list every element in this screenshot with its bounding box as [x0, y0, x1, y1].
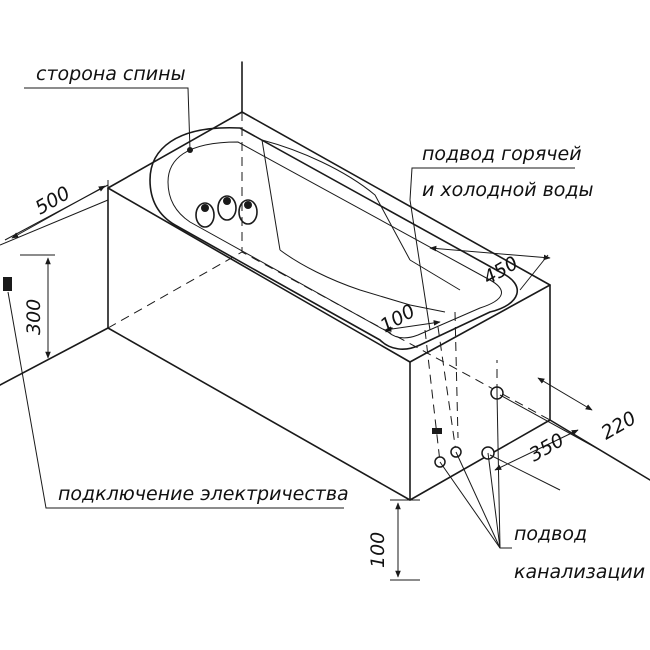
leader-lines [7, 87, 575, 549]
room-walls [0, 61, 650, 481]
label-water-supply-line1: подвод горячей [422, 143, 582, 165]
bathtub-body [107, 111, 551, 501]
label-back-side: сторона спины [36, 63, 186, 85]
label-electrical: подключение электричества [58, 483, 349, 505]
dimension-300: 300 [23, 299, 45, 335]
dimension-350: 350 [526, 429, 568, 466]
label-sewer-line1: подвод [514, 523, 587, 545]
supply-pipes [424, 311, 504, 468]
label-water-supply-line2: и холодной воды [422, 179, 594, 201]
label-sewer-line2: канализации [514, 561, 645, 583]
electrical-socket [3, 277, 12, 291]
dimension-500: 500 [32, 182, 74, 219]
bathtub-bowl [149, 127, 519, 350]
dimension-100-bottom: 100 [367, 532, 389, 568]
hydromassage-jets [195, 195, 258, 228]
dimension-220: 220 [598, 407, 640, 444]
dimension-lines [4, 180, 601, 581]
